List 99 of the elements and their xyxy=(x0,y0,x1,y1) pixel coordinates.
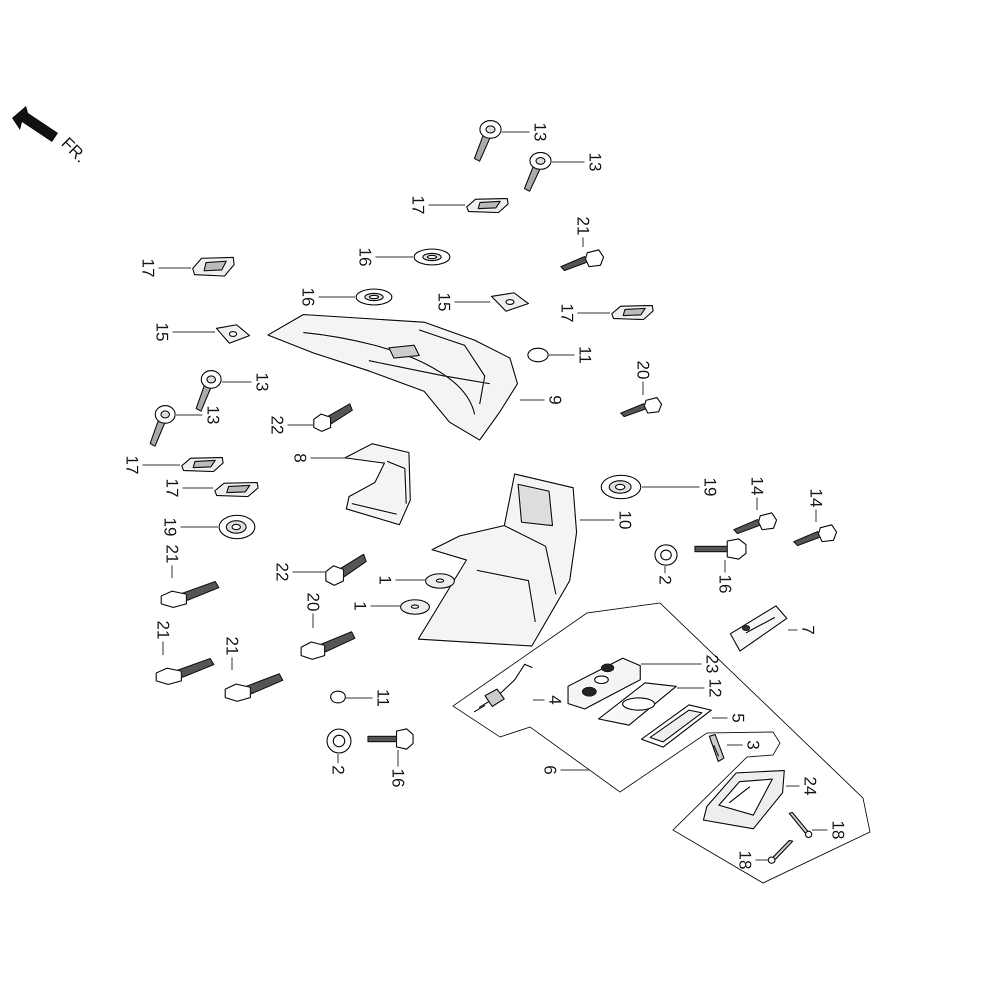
gasket-drawing xyxy=(597,682,677,726)
leader-line xyxy=(312,612,314,628)
callout-number: 1 xyxy=(376,575,394,585)
clip-drawing xyxy=(215,324,251,344)
callout-number: 2 xyxy=(656,575,674,585)
lamp-lens-drawing xyxy=(700,768,786,830)
callout-number: 22 xyxy=(274,562,290,582)
callout-number: 10 xyxy=(616,510,634,530)
washer-drawing xyxy=(400,598,430,616)
bolt-drawing xyxy=(695,538,747,560)
clip-nut-drawing xyxy=(191,254,235,278)
callout-number: 17 xyxy=(140,258,156,278)
callout-number: 11 xyxy=(576,346,594,364)
washer-drawing xyxy=(355,288,393,306)
callout-number: 20 xyxy=(634,360,652,380)
screw-drawing xyxy=(768,840,794,864)
callout-number: 21 xyxy=(224,636,240,656)
leader-line xyxy=(180,526,218,528)
callout-number: 18 xyxy=(736,850,754,870)
callout-number: 16 xyxy=(356,248,374,266)
washer-drawing xyxy=(654,544,678,566)
washer-drawing xyxy=(425,572,455,590)
leader-line xyxy=(287,424,314,426)
flange-nut-drawing xyxy=(600,474,642,500)
callout-number: 4 xyxy=(546,695,564,705)
washer-drawing xyxy=(326,728,352,754)
callout-number: 23 xyxy=(704,654,720,674)
callout-number: 16 xyxy=(716,574,734,594)
direction-label: FR. xyxy=(58,134,90,166)
bolt-drawing xyxy=(160,578,220,608)
bolt-drawing xyxy=(155,655,215,685)
callout-number: 5 xyxy=(730,713,746,723)
callout-number: 16 xyxy=(300,288,316,306)
callout-number: 14 xyxy=(748,476,766,496)
clip-nut-drawing xyxy=(465,196,509,214)
callout-number: 21 xyxy=(574,216,592,236)
leader-line xyxy=(176,414,203,416)
gasket-drawing xyxy=(640,704,712,748)
callout-number: 15 xyxy=(436,292,452,312)
leader-line xyxy=(318,296,356,298)
o-ring-drawing xyxy=(330,690,346,704)
clip-nut-drawing xyxy=(610,303,654,321)
callout-number: 13 xyxy=(204,406,222,424)
clip-nut-drawing xyxy=(213,480,259,498)
callout-number: 19 xyxy=(702,478,718,496)
callout-number: 17 xyxy=(410,196,426,214)
callout-number: 2 xyxy=(330,765,346,775)
callout-number: 16 xyxy=(390,768,406,788)
callout-number: 17 xyxy=(558,304,576,322)
callout-number: 8 xyxy=(292,453,308,463)
callout-number: 24 xyxy=(802,776,818,796)
leader-line xyxy=(548,354,575,356)
leader-line xyxy=(726,744,743,746)
bolt-drawing xyxy=(313,400,353,432)
leader-line xyxy=(162,640,164,656)
leader-line xyxy=(375,256,414,258)
bolt-drawing xyxy=(224,670,284,702)
callout-number: 13 xyxy=(254,372,270,392)
leader-line xyxy=(664,566,666,574)
bolt-drawing xyxy=(620,395,662,417)
leader-line xyxy=(582,236,584,248)
callout-number: 15 xyxy=(154,322,170,342)
callout-number: 20 xyxy=(304,592,322,612)
leader-line xyxy=(428,204,466,206)
bolt-drawing xyxy=(793,522,837,546)
plate-drawing xyxy=(728,604,788,652)
callout-number: 19 xyxy=(162,518,178,536)
leader-line xyxy=(642,380,644,396)
screw-drawing xyxy=(788,812,812,838)
callout-number: 11 xyxy=(374,689,392,707)
o-ring-drawing xyxy=(527,347,549,363)
leader-line xyxy=(724,560,726,574)
callout-number: 3 xyxy=(744,740,762,750)
clip-drawing xyxy=(490,292,530,312)
callout-number: 21 xyxy=(164,544,180,564)
clip-nut-drawing xyxy=(180,455,224,473)
leader-line xyxy=(142,464,180,466)
leader-line xyxy=(642,486,700,488)
callout-number: 1 xyxy=(352,601,368,611)
leader-line xyxy=(756,496,758,510)
callout-number: 14 xyxy=(808,488,824,508)
bolt-drawing xyxy=(560,247,604,271)
callout-number: 7 xyxy=(800,625,816,635)
callout-number: 13 xyxy=(586,152,604,172)
callout-number: 17 xyxy=(164,478,180,498)
washer-drawing xyxy=(413,248,451,266)
leader-line xyxy=(577,312,610,314)
bolt-drawing xyxy=(368,728,414,750)
flange-nut-drawing xyxy=(218,514,256,540)
callout-number: 9 xyxy=(546,395,564,405)
callout-number: 21 xyxy=(154,620,172,640)
callout-number: 6 xyxy=(542,765,558,775)
callout-number: 12 xyxy=(706,678,724,698)
callout-number: 13 xyxy=(532,122,548,142)
fender-drawing xyxy=(268,312,520,440)
callout-number: 18 xyxy=(830,820,846,840)
callout-number: 22 xyxy=(268,416,286,434)
callout-number: 17 xyxy=(124,456,140,474)
bolt-drawing xyxy=(733,510,777,534)
